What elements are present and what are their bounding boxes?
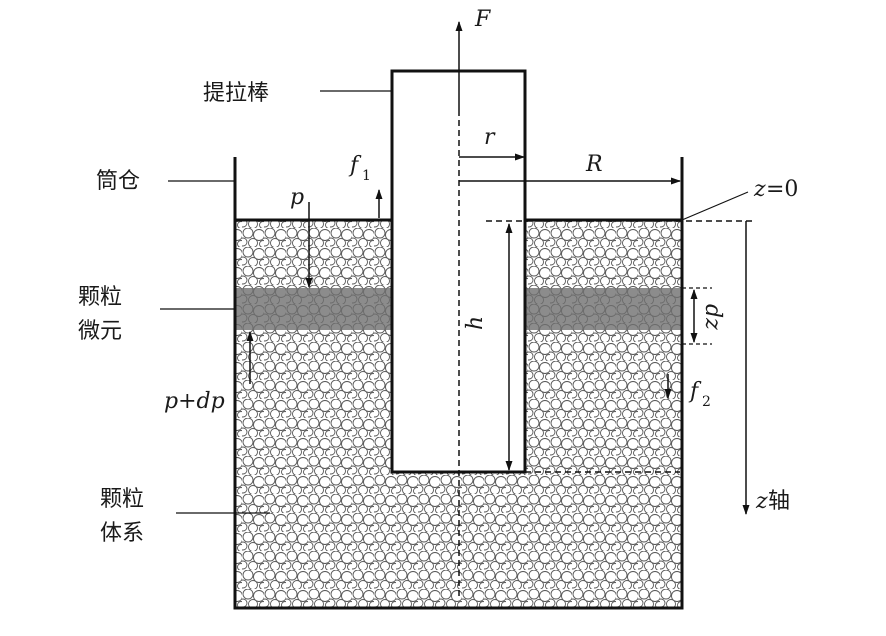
force-F-label: F xyxy=(474,7,491,32)
friction-f2-label: f xyxy=(688,379,702,404)
rod-label: 提拉棒 xyxy=(203,81,269,106)
z0-label-z: z xyxy=(753,177,766,202)
particle-element-label-line1: 颗粒 xyxy=(78,285,122,310)
dz-label: dz xyxy=(700,304,725,330)
radius-R-label: R xyxy=(585,152,603,177)
radius-r-label: r xyxy=(484,125,496,150)
z0-leader-line xyxy=(681,191,749,221)
particle-system-label-line2: 体系 xyxy=(100,521,144,546)
friction-f1-label: f xyxy=(348,153,362,178)
granular-fill-right xyxy=(525,220,682,607)
z-axis-label-suffix: 轴 xyxy=(768,489,790,514)
depth-h-label: h xyxy=(463,316,488,330)
pressure-p-label: p xyxy=(290,185,304,210)
particle-element-band-left xyxy=(235,288,392,330)
granular-fill-left xyxy=(235,220,392,607)
friction-f2-subscript: 2 xyxy=(702,394,711,410)
z0-label-eq: =0 xyxy=(766,177,798,202)
particle-element-label-line2: 微元 xyxy=(78,319,122,344)
pressure-pdp-label: p+dp xyxy=(164,389,225,414)
z-axis-label-z: z xyxy=(755,489,768,514)
particle-element-band-right xyxy=(525,288,682,330)
friction-f1-subscript: 1 xyxy=(362,168,371,184)
silo-wall xyxy=(233,157,684,610)
silo-label: 筒仓 xyxy=(96,169,140,194)
particle-system-label-line1: 颗粒 xyxy=(100,487,144,512)
